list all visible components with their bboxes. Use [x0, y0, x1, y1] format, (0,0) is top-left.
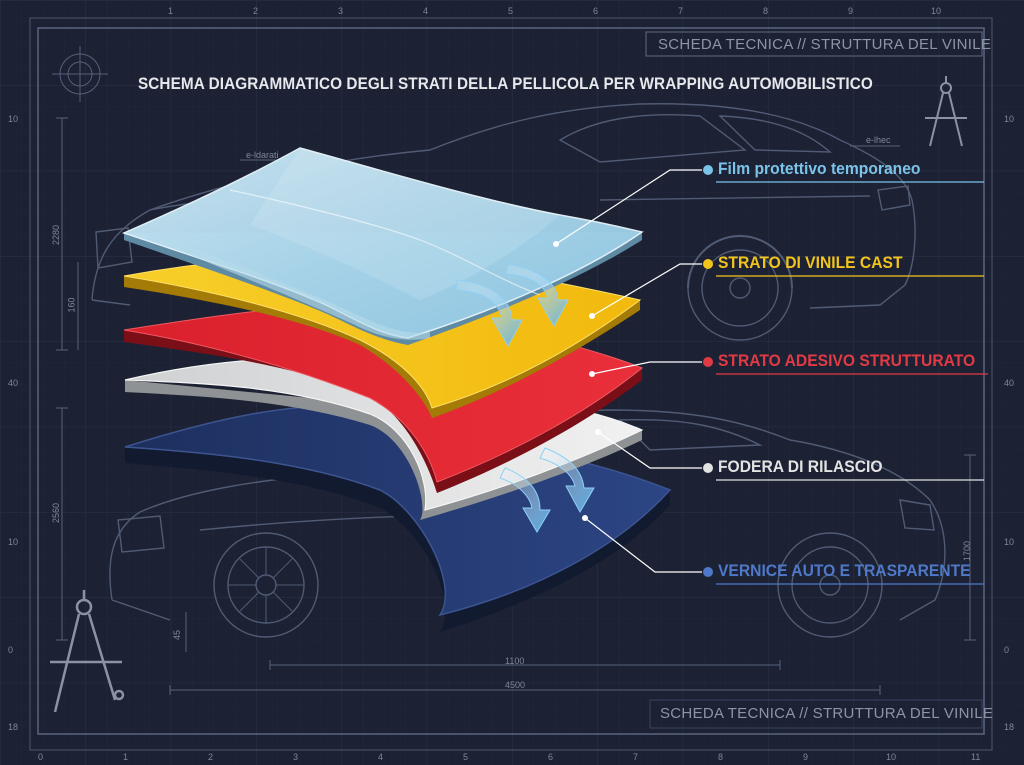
- ruler-left-tick: 10: [8, 537, 19, 547]
- layer-protective-film: [121, 147, 644, 345]
- dimension-label-d45: 45: [172, 629, 183, 641]
- ruler-top-tick: 5: [508, 6, 514, 16]
- ruler-left-tick: 18: [8, 722, 19, 732]
- flow-arrows: [455, 263, 595, 533]
- dimension-label-callout_b: e-lhec: [866, 135, 891, 145]
- dimension-lines: [56, 117, 976, 695]
- layer-label-1: STRATO DI VINILE CAST: [718, 253, 903, 272]
- dimension-label-d160: 160: [66, 297, 77, 313]
- ruler-bottom-tick: 6: [548, 752, 554, 762]
- dimension-label-callout_a: e-ldarati: [246, 150, 279, 160]
- tag-bottom: SCHEDA TECNICA // STRUTTURA DEL VINILE: [660, 705, 994, 722]
- layer-marker-dot-0: [703, 165, 713, 175]
- ruler-bottom-tick: 0: [38, 752, 44, 762]
- layer-label-4: VERNICE AUTO E TRASPARENTE: [718, 561, 971, 580]
- ruler-bottom-tick: 5: [463, 752, 469, 762]
- ruler-bottom-tick: 1: [123, 752, 129, 762]
- ruler-right-tick: 40: [1004, 378, 1015, 388]
- compass-top-icon: [925, 76, 967, 147]
- ruler-right-tick: 10: [1004, 537, 1015, 547]
- ruler-bottom-tick: 9: [803, 752, 809, 762]
- ruler-top-tick: 10: [931, 6, 942, 16]
- dimension-label-d1100: 1100: [505, 656, 525, 666]
- ruler-right-tick: 0: [1004, 645, 1010, 655]
- ruler-bottom-tick: 10: [886, 752, 897, 762]
- layer-marker-dot-4: [703, 567, 713, 577]
- tag-top-box: [645, 31, 983, 57]
- ruler-left-tick: 10: [8, 114, 19, 124]
- ruler-top-tick: 4: [423, 6, 429, 16]
- layer-label-markers: [703, 165, 988, 585]
- tag-top: SCHEDA TECNICA // STRUTTURA DEL VINILE: [658, 36, 992, 53]
- ruler-top-tick: 6: [593, 6, 599, 16]
- layer-label-2: STRATO ADESIVO STRUTTURATO: [718, 351, 976, 370]
- ruler-top-tick: 1: [168, 6, 174, 16]
- ruler-bottom-tick: 11: [971, 752, 981, 762]
- ruler-left-tick: 0: [8, 645, 14, 655]
- circle-ornament-icon: [52, 46, 108, 102]
- dimension-label-d2280: 2280: [51, 224, 62, 246]
- dimension-label-d2560: 2560: [51, 502, 62, 524]
- ruler-right-tick: 10: [1004, 114, 1015, 124]
- leader-dots: [553, 241, 601, 521]
- layer-label-0: Film protettivo temporaneo: [718, 159, 921, 178]
- ruler-top-tick: 3: [338, 6, 344, 16]
- layer-marker-dot-3: [703, 463, 713, 473]
- ruler-bottom-tick: 4: [378, 752, 384, 762]
- ruler-bottom-tick: 7: [633, 752, 639, 762]
- inner-frame: [37, 27, 985, 735]
- ruler-right-tick: 18: [1004, 722, 1015, 732]
- layer-label-3: FODERA DI RILASCIO: [718, 457, 883, 476]
- dimension-label-d4500: 4500: [505, 680, 526, 690]
- layer-marker-dot-2: [703, 357, 713, 367]
- leader-lines: [555, 169, 702, 573]
- ruler-bottom-tick: 3: [293, 752, 299, 762]
- ruler-top-tick: 7: [678, 6, 684, 16]
- ruler-left-tick: 40: [8, 378, 19, 388]
- outer-frame: [29, 17, 993, 751]
- compass-bottom-icon: [50, 590, 125, 713]
- ruler-top-tick: 8: [763, 6, 769, 16]
- page-title: SCHEMA DIAGRAMMATICO DEGLI STRATI DELLA …: [138, 74, 873, 93]
- tag-bottom-box: [649, 699, 983, 729]
- ruler-bottom-tick: 8: [718, 752, 724, 762]
- ruler-bottom-tick: 2: [208, 752, 214, 762]
- ruler-top-tick: 2: [253, 6, 259, 16]
- dimension-label-d1700: 1700: [962, 540, 973, 562]
- ruler-top-tick: 9: [848, 6, 854, 16]
- layer-marker-dot-1: [703, 259, 713, 269]
